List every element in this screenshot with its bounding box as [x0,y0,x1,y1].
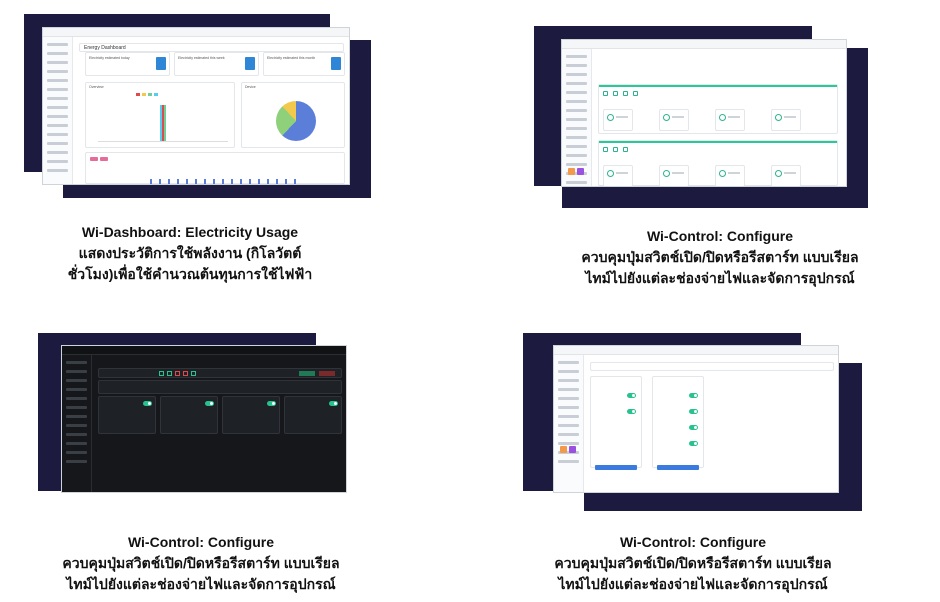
device-column [652,376,704,470]
info-panel [98,380,342,394]
outlet-tile[interactable] [771,165,801,186]
card-caption: Wi-Control: Configure ควบคุมปุ่มสวิตช์เป… [36,532,366,595]
power-toggle[interactable] [689,393,698,398]
card-desc-line: ชั่วโมง)เพื่อใช้คำนวณต้นทุนการใช้ไฟฟ้า [67,266,313,282]
add-device-row[interactable] [590,362,834,371]
socket-icon [613,91,618,96]
document-icon [331,57,341,70]
socket-icon [633,91,638,96]
card-desc-line: ไทม์ไปยังแต่ละช่องจ่ายไฟและจัดการอุปกรณ์ [558,576,828,592]
card-desc-line: ไทม์ไปยังแต่ละช่องจ่ายไฟและจัดการอุปกรณ์ [585,270,855,286]
card-caption: Wi-Control: Configure ควบคุมปุ่มสวิตช์เป… [528,532,858,595]
action-button[interactable] [657,465,699,470]
stat-card-week: Electricity estimated this week [174,52,259,76]
socket-icon [623,147,628,152]
chart-bar [160,105,162,141]
outlet-tile[interactable] [659,165,689,186]
socket-icon [613,147,618,152]
top-bar [562,40,846,49]
card-title: Wi-Control: Configure [646,228,794,244]
card-desc-line: ควบคุมปุ่มสวิตช์เปิด/ปิดหรือรีสตาร์ท แบบ… [554,555,832,571]
card-desc-line: ควบคุมปุ่มสวิตช์เปิด/ปิดหรือรีสตาร์ท แบบ… [581,249,859,265]
page-title: Energy Dashboard [84,45,126,51]
pie-label: Device [245,85,256,89]
card-desc-line: ไทม์ไปยังแต่ละช่องจ่ายไฟและจัดการอุปกรณ์ [66,576,336,592]
outlet-tile[interactable] [715,165,745,186]
stat-card-month: Electricity estimated this month [263,52,345,76]
socket-icon [603,91,608,96]
chart-bar [162,105,164,141]
chart-label: Overview [89,85,104,89]
outlet-tile[interactable] [603,165,633,186]
sidebar [554,355,584,492]
socket-icon [623,91,628,96]
power-toggle[interactable] [689,409,698,414]
card-desc-line: แสดงประวัติการใช้พลังงาน (กิโลวัตต์ [78,245,302,261]
card-title: Wi-Control: Configure [127,534,275,550]
card-caption: Wi-Control: Configure ควบคุมปุ่มสวิตช์เป… [555,226,885,289]
top-bar [554,346,838,355]
sidebar [562,49,592,186]
sidebar [43,37,73,184]
pie-chart [276,101,316,141]
power-toggle[interactable] [689,425,698,430]
power-toggle[interactable] [143,401,152,406]
toolbar-panel [98,368,342,378]
stat-card-today: Electricity estimated today [85,52,170,76]
card-title: Wi-Dashboard: Electricity Usage [81,224,299,240]
stat-label: Electricity estimated this month [267,56,316,60]
document-icon [156,57,166,70]
outlet-card [160,396,218,434]
outlet-card [98,396,156,434]
screenshot-energy-dashboard: Energy Dashboard Electricity estimated t… [43,28,349,184]
outlet-tile[interactable] [659,109,689,131]
sidebar [62,355,92,492]
stat-label: Electricity estimated this week [178,56,225,60]
action-button[interactable] [595,465,637,470]
power-toggle[interactable] [627,393,636,398]
outlet-tile[interactable] [603,109,633,131]
power-toggle[interactable] [205,401,214,406]
card-desc-line: ควบคุมปุ่มสวิตช์เปิด/ปิดหรือรีสตาร์ท แบบ… [62,555,340,571]
screenshot-control-toggles [554,346,838,492]
card-title: Wi-Control: Configure [619,534,767,550]
device-pie-panel: Device [241,82,345,148]
outlet-tile[interactable] [771,109,801,131]
top-bar [43,28,349,37]
stat-label: Electricity estimated today [89,56,130,60]
card-caption: Wi-Dashboard: Electricity Usage แสดงประว… [40,222,340,285]
overview-chart-panel: Overview [85,82,235,148]
power-toggle[interactable] [627,409,636,414]
socket-icon [603,147,608,152]
outlet-card [222,396,280,434]
document-icon [245,57,255,70]
power-toggle[interactable] [329,401,338,406]
device-column [590,376,642,470]
screenshot-control-dark [62,346,346,492]
outlet-card [284,396,342,434]
power-toggle[interactable] [689,441,698,446]
screenshot-control-tiles [562,40,846,186]
device-group-panel [598,84,838,134]
device-group-panel [598,140,838,186]
outlet-tile[interactable] [715,109,745,131]
top-bar [62,346,346,355]
chart-bar [164,105,166,141]
page-title-panel: Energy Dashboard [79,43,344,52]
power-toggle[interactable] [267,401,276,406]
